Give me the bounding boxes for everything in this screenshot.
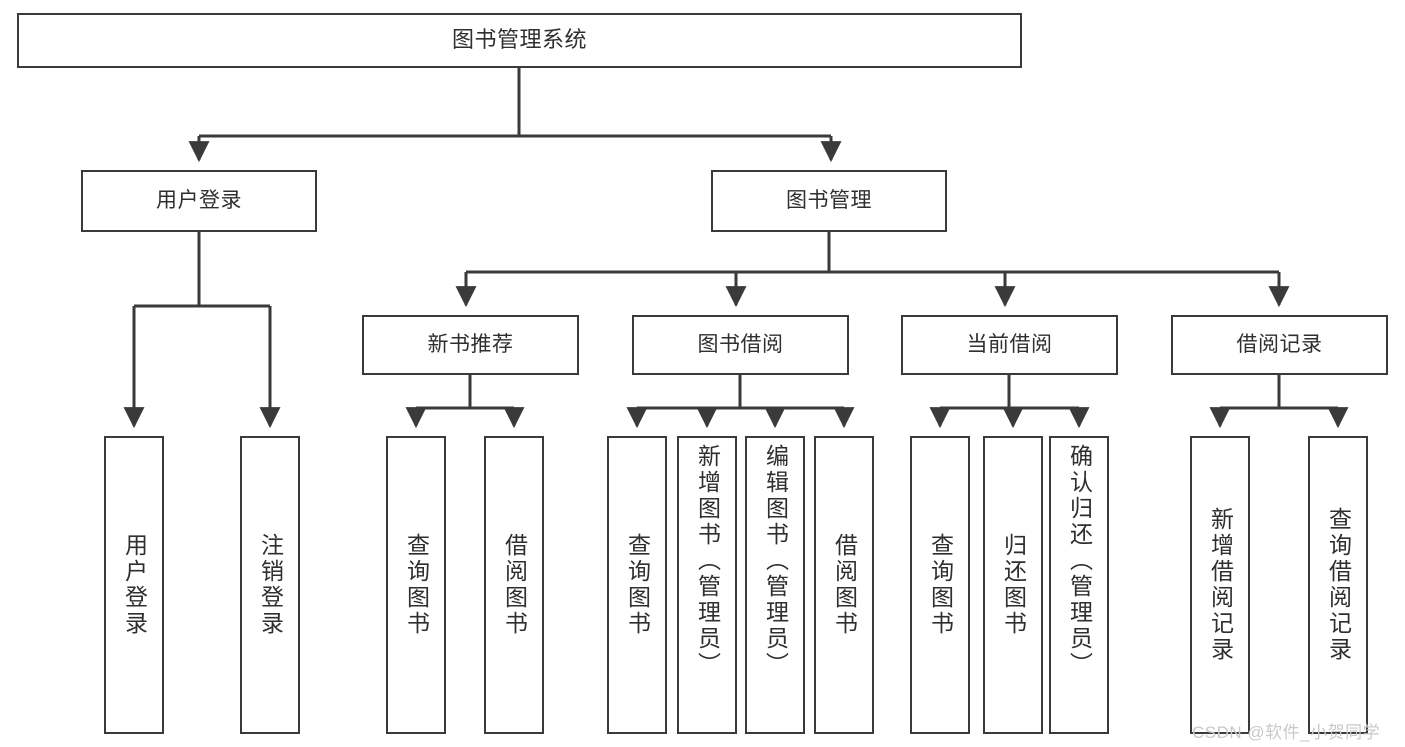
node-label: 查询图书 <box>927 533 954 637</box>
node-leaf-user-login[interactable]: 用户登录 <box>104 436 164 734</box>
node-book-borrow[interactable]: 图书借阅 <box>632 315 849 375</box>
node-label: 确认归还（管理员） <box>1066 444 1093 678</box>
node-new-book-recommend[interactable]: 新书推荐 <box>362 315 579 375</box>
node-label: 借阅记录 <box>1236 333 1323 357</box>
node-label: 新增图书（管理员） <box>694 444 721 678</box>
node-current-borrow[interactable]: 当前借阅 <box>901 315 1118 375</box>
node-label: 借阅图书 <box>831 533 858 637</box>
node-label: 新书推荐 <box>427 333 514 357</box>
node-leaf-edit-book-admin[interactable]: 编辑图书（管理员） <box>745 436 805 734</box>
node-label: 当前借阅 <box>966 333 1053 357</box>
node-label: 用户登录 <box>121 533 148 637</box>
node-leaf-query-book-recommend[interactable]: 查询图书 <box>386 436 446 734</box>
node-book-manage[interactable]: 图书管理 <box>711 170 947 232</box>
node-label: 借阅图书 <box>501 533 528 637</box>
node-leaf-query-book-current[interactable]: 查询图书 <box>910 436 970 734</box>
node-label: 图书借阅 <box>697 333 784 357</box>
csdn-watermark: CSDN @软件_小贺同学 <box>1192 723 1381 742</box>
node-label: 注销登录 <box>257 533 284 637</box>
node-leaf-return-book[interactable]: 归还图书 <box>983 436 1043 734</box>
node-label: 查询借阅记录 <box>1325 507 1352 663</box>
node-leaf-query-book-borrow[interactable]: 查询图书 <box>607 436 667 734</box>
node-label: 图书管理系统 <box>451 27 587 53</box>
node-leaf-add-borrow-record[interactable]: 新增借阅记录 <box>1190 436 1250 734</box>
node-label: 用户登录 <box>156 189 242 213</box>
node-label: 图书管理 <box>786 189 872 213</box>
node-borrow-record[interactable]: 借阅记录 <box>1171 315 1388 375</box>
node-leaf-borrow-book-recommend[interactable]: 借阅图书 <box>484 436 544 734</box>
node-user-login[interactable]: 用户登录 <box>81 170 317 232</box>
node-label: 编辑图书（管理员） <box>762 444 789 678</box>
node-label: 新增借阅记录 <box>1207 507 1234 663</box>
node-leaf-query-borrow-record[interactable]: 查询借阅记录 <box>1308 436 1368 734</box>
node-label: 归还图书 <box>1000 533 1027 637</box>
node-leaf-logout[interactable]: 注销登录 <box>240 436 300 734</box>
node-label: 查询图书 <box>403 533 430 637</box>
node-root-system[interactable]: 图书管理系统 <box>17 13 1022 68</box>
node-leaf-confirm-return-admin[interactable]: 确认归还（管理员） <box>1049 436 1109 734</box>
node-label: 查询图书 <box>624 533 651 637</box>
node-leaf-borrow-book[interactable]: 借阅图书 <box>814 436 874 734</box>
node-leaf-add-book-admin[interactable]: 新增图书（管理员） <box>677 436 737 734</box>
